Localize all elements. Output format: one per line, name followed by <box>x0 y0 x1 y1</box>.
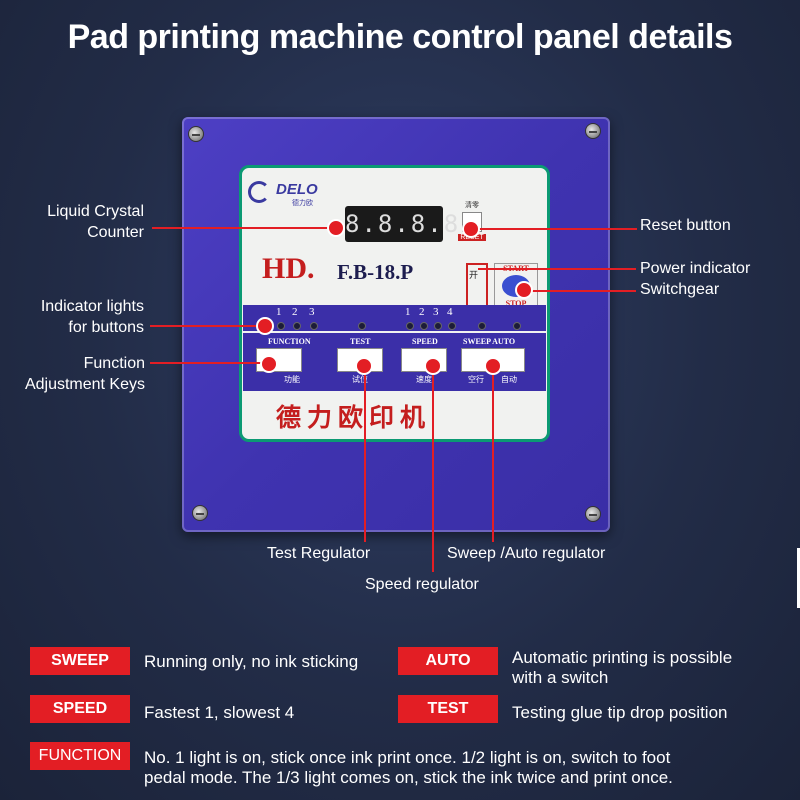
indicator-led <box>310 322 318 330</box>
desc-speed: Fastest 1, slowest 4 <box>144 703 295 722</box>
indicator-number: 2 <box>292 306 298 318</box>
stop-label: STOP <box>505 299 527 308</box>
desc-function: No. 1 light is on, stick once ink print … <box>144 748 673 788</box>
callout-dot-function <box>260 355 278 373</box>
indicator-strip <box>243 305 546 331</box>
indicator-number: 4 <box>447 306 453 318</box>
screw-icon <box>585 123 601 139</box>
callout-line <box>432 366 434 572</box>
key-cn-function: 功能 <box>284 375 300 384</box>
callout-power: Power indicator <box>640 260 751 277</box>
brand-chinese: 德力欧印机 <box>276 404 432 432</box>
indicator-number: 2 <box>419 306 425 318</box>
model-number: F.B-18.P <box>337 260 414 284</box>
lcd-counter: 8.8.8.8 <box>345 206 458 242</box>
callout-dot-test <box>355 357 373 375</box>
callout-indicator: Indicator lights for buttons <box>10 296 144 338</box>
callout-line <box>152 227 338 229</box>
callout-reset: Reset button <box>640 217 731 234</box>
desc-auto: Automatic printing is possible with a sw… <box>512 648 732 688</box>
screw-icon <box>188 126 204 142</box>
delo-logo-icon <box>248 181 270 203</box>
callout-lcd-line1: Liquid Crystal <box>47 203 144 220</box>
callout-dot-speed <box>424 357 442 375</box>
reset-cn-label: 清零 <box>465 202 479 209</box>
desc-auto-line2: with a switch <box>512 668 609 687</box>
desc-test: Testing glue tip drop position <box>512 703 728 722</box>
callout-function-line1: Function <box>83 355 145 372</box>
callout-dot-indicator <box>256 317 274 335</box>
model-hd: HD. <box>262 252 315 285</box>
key-label-test: TEST <box>350 337 371 346</box>
indicator-led <box>293 322 301 330</box>
callout-line <box>364 366 366 542</box>
tag-sweep: SWEEP <box>30 647 130 675</box>
callout-indicator-line1: Indicator lights <box>40 298 144 315</box>
callout-function: Function Adjustment Keys <box>4 353 145 395</box>
indicator-led <box>420 322 428 330</box>
callout-dot-lcd <box>327 219 345 237</box>
callout-line <box>478 268 636 270</box>
indicator-number: 3 <box>433 306 439 318</box>
switch-cn-label: 开 <box>469 270 479 280</box>
indicator-led <box>434 322 442 330</box>
indicator-led <box>513 322 521 330</box>
indicator-number: 1 <box>405 306 411 318</box>
desc-function-line2: pedal mode. The 1/3 light comes on, stic… <box>144 768 673 787</box>
desc-auto-line1: Automatic printing is possible <box>512 648 733 667</box>
callout-lcd-line2: Counter <box>87 224 144 241</box>
logo-text: DELO <box>276 181 318 198</box>
indicator-led <box>478 322 486 330</box>
key-label-function: FUNCTION <box>268 337 311 346</box>
key-cn-test: 试位 <box>352 375 368 384</box>
desc-sweep: Running only, no ink sticking <box>144 652 359 671</box>
callout-sweep: Sweep /Auto regulator <box>447 545 606 562</box>
callout-dot-reset <box>462 220 480 238</box>
callout-dot-switch <box>515 281 533 299</box>
indicator-number: 3 <box>309 306 315 318</box>
key-cn-sweep: 空行 <box>468 375 484 384</box>
callout-dot-sweep <box>484 357 502 375</box>
callout-function-line2: Adjustment Keys <box>24 376 145 393</box>
logo-cn: 德力欧 <box>292 200 313 207</box>
edge-highlight <box>797 548 800 608</box>
callout-line <box>472 228 637 230</box>
callout-line <box>150 325 268 327</box>
indicator-led <box>406 322 414 330</box>
callout-line <box>492 366 494 542</box>
callout-switchgear: Switchgear <box>640 281 720 298</box>
callout-lcd: Liquid Crystal Counter <box>20 201 144 243</box>
callout-line <box>520 290 636 292</box>
indicator-number: 1 <box>276 306 282 318</box>
tag-function: FUNCTION <box>30 742 130 770</box>
tag-test: TEST <box>398 695 498 723</box>
callout-line <box>150 362 268 364</box>
key-label-sweep-auto: SWEEP AUTO <box>463 337 516 346</box>
tag-speed: SPEED <box>30 695 130 723</box>
tag-auto: AUTO <box>398 647 498 675</box>
callout-test: Test Regulator <box>267 545 371 562</box>
callout-indicator-line2: for buttons <box>68 319 144 336</box>
desc-function-line1: No. 1 light is on, stick once ink print … <box>144 748 671 767</box>
indicator-led <box>448 322 456 330</box>
page-title: Pad printing machine control panel detai… <box>67 18 733 56</box>
screw-icon <box>585 506 601 522</box>
screw-icon <box>192 505 208 521</box>
key-label-speed: SPEED <box>412 337 438 346</box>
key-cn-auto: 自动 <box>501 375 517 384</box>
callout-speed: Speed regulator <box>365 576 479 593</box>
indicator-led <box>277 322 285 330</box>
key-cn-speed: 速度 <box>416 375 432 384</box>
indicator-led <box>358 322 366 330</box>
